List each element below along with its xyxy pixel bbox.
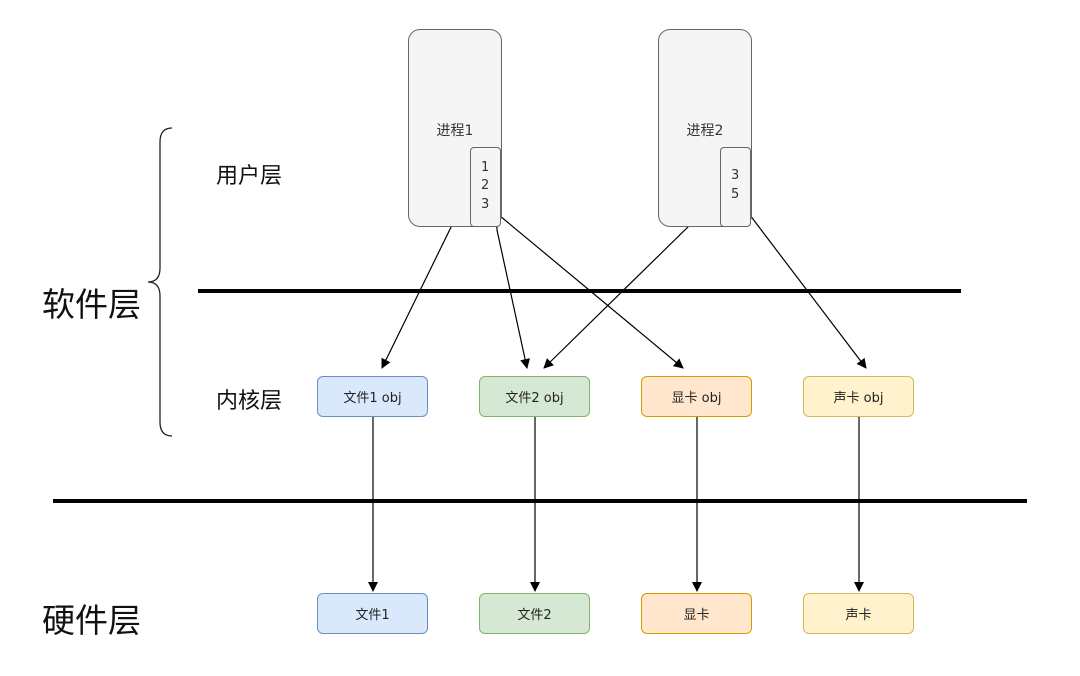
process-1-label: 进程1 <box>436 123 474 139</box>
arrow-p2-fd5-to-soundobj <box>739 201 867 369</box>
process-1-fd-table: 1 2 3 <box>470 147 501 227</box>
kernel-obj-gpu: 显卡 obj <box>641 376 752 417</box>
kernel-obj-label: 文件2 obj <box>505 391 564 406</box>
hardware-label: 文件2 <box>517 608 552 623</box>
process-2-fd: 3 <box>731 168 740 183</box>
process-1-fd: 2 <box>481 178 490 193</box>
process-1-fd: 1 <box>481 160 490 175</box>
hardware-sound: 声卡 <box>803 593 914 634</box>
kernel-obj-file1: 文件1 obj <box>317 376 428 417</box>
kernel-obj-label: 声卡 obj <box>833 391 884 406</box>
hardware-gpu: 显卡 <box>641 593 752 634</box>
kernel-obj-sound: 声卡 obj <box>803 376 914 417</box>
hardware-label: 声卡 <box>845 608 872 623</box>
arrow-p1-fd3-to-gpuobj <box>487 205 684 369</box>
hardware-file2: 文件2 <box>479 593 590 634</box>
hardware-label: 显卡 <box>683 608 710 623</box>
hardware-layer-label: 硬件层 <box>42 601 141 640</box>
software-hardware-divider <box>53 499 1027 503</box>
process-2-fd: 5 <box>731 187 740 202</box>
process-1-fd: 3 <box>481 197 490 212</box>
kernel-obj-label: 文件1 obj <box>343 391 402 406</box>
software-brace <box>147 127 173 437</box>
process-2-label: 进程2 <box>686 123 724 139</box>
kernel-layer-label: 内核层 <box>216 389 283 414</box>
hardware-label: 文件1 <box>355 608 390 623</box>
user-kernel-divider <box>198 289 961 293</box>
kernel-obj-file2: 文件2 obj <box>479 376 590 417</box>
hardware-file1: 文件1 <box>317 593 428 634</box>
process-2-fd-table: 3 5 <box>720 147 751 227</box>
user-layer-label: 用户层 <box>216 164 283 189</box>
kernel-obj-label: 显卡 obj <box>671 391 722 406</box>
software-layer-label: 软件层 <box>42 285 141 324</box>
process-2: 进程2 <box>658 29 752 227</box>
